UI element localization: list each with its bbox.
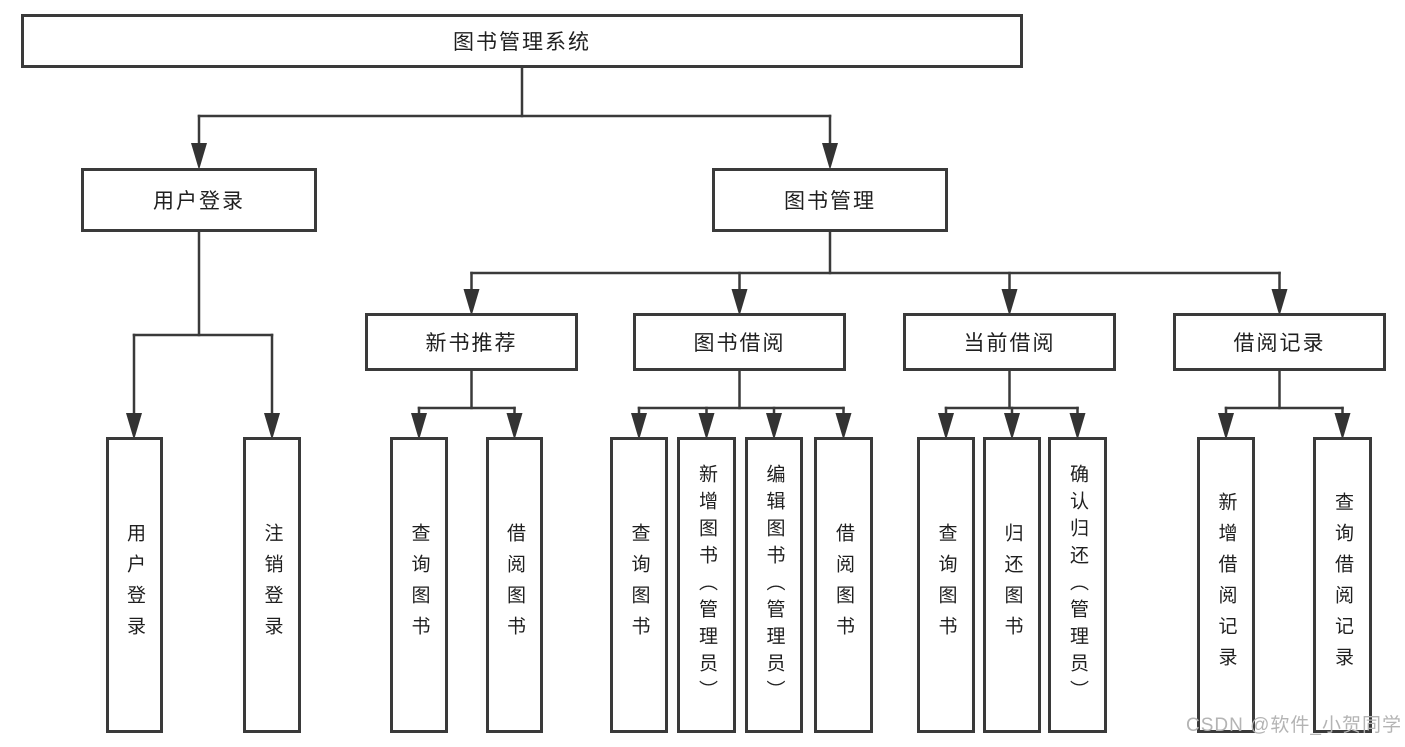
node-label: 当前借阅 <box>963 332 1056 355</box>
node-label: 查询借阅记录 <box>1332 492 1353 678</box>
node-borrowing-records: 借阅记录 <box>1173 313 1386 371</box>
leaf-add-book-admin: 新增图书（管理员） <box>677 437 736 733</box>
node-book-borrowing: 图书借阅 <box>633 313 846 371</box>
node-label: 归还图书 <box>1001 523 1023 647</box>
leaf-add-borrow-record: 新增借阅记录 <box>1197 437 1255 733</box>
node-label: 查询图书 <box>628 523 650 647</box>
node-label: 编辑图书（管理员） <box>763 463 785 707</box>
leaf-query-borrow-record: 查询借阅记录 <box>1313 437 1372 733</box>
leaf-confirm-return-admin: 确认归还（管理员） <box>1048 437 1107 733</box>
node-current-borrowing: 当前借阅 <box>903 313 1116 371</box>
node-label: 确认归还（管理员） <box>1067 463 1088 707</box>
node-label: 新增图书（管理员） <box>696 463 717 707</box>
leaf-borrow-books-recommend: 借阅图书 <box>486 437 543 733</box>
node-new-book-recommend: 新书推荐 <box>365 313 578 371</box>
node-label: 新增借阅记录 <box>1215 492 1237 678</box>
node-label: 查询图书 <box>408 523 430 647</box>
node-label: 查询图书 <box>935 523 957 647</box>
leaf-query-books-current: 查询图书 <box>917 437 975 733</box>
leaf-borrow-books-borrowing: 借阅图书 <box>814 437 873 733</box>
node-label: 注销登录 <box>261 523 283 647</box>
node-label: 用户登录 <box>153 190 245 213</box>
leaf-logout: 注销登录 <box>243 437 301 733</box>
node-book-management: 图书管理 <box>712 168 948 232</box>
leaf-user-login: 用户登录 <box>106 437 163 733</box>
node-label: 图书管理 <box>784 190 876 213</box>
leaf-edit-book-admin: 编辑图书（管理员） <box>745 437 803 733</box>
node-label: 图书管理系统 <box>453 31 591 54</box>
node-label: 新书推荐 <box>425 332 518 355</box>
leaf-query-books-recommend: 查询图书 <box>390 437 448 733</box>
node-label: 借阅记录 <box>1233 332 1326 355</box>
leaf-query-books-borrowing: 查询图书 <box>610 437 668 733</box>
node-user-login: 用户登录 <box>81 168 317 232</box>
leaf-return-books: 归还图书 <box>983 437 1041 733</box>
node-library-management-system: 图书管理系统 <box>21 14 1023 68</box>
node-label: 借阅图书 <box>833 523 854 647</box>
arrowheads <box>126 143 1351 440</box>
watermark: CSDN @软件_小贺同学 <box>1186 715 1402 736</box>
node-label: 图书借阅 <box>693 332 786 355</box>
node-label: 借阅图书 <box>504 523 525 647</box>
node-label: 用户登录 <box>124 523 145 647</box>
